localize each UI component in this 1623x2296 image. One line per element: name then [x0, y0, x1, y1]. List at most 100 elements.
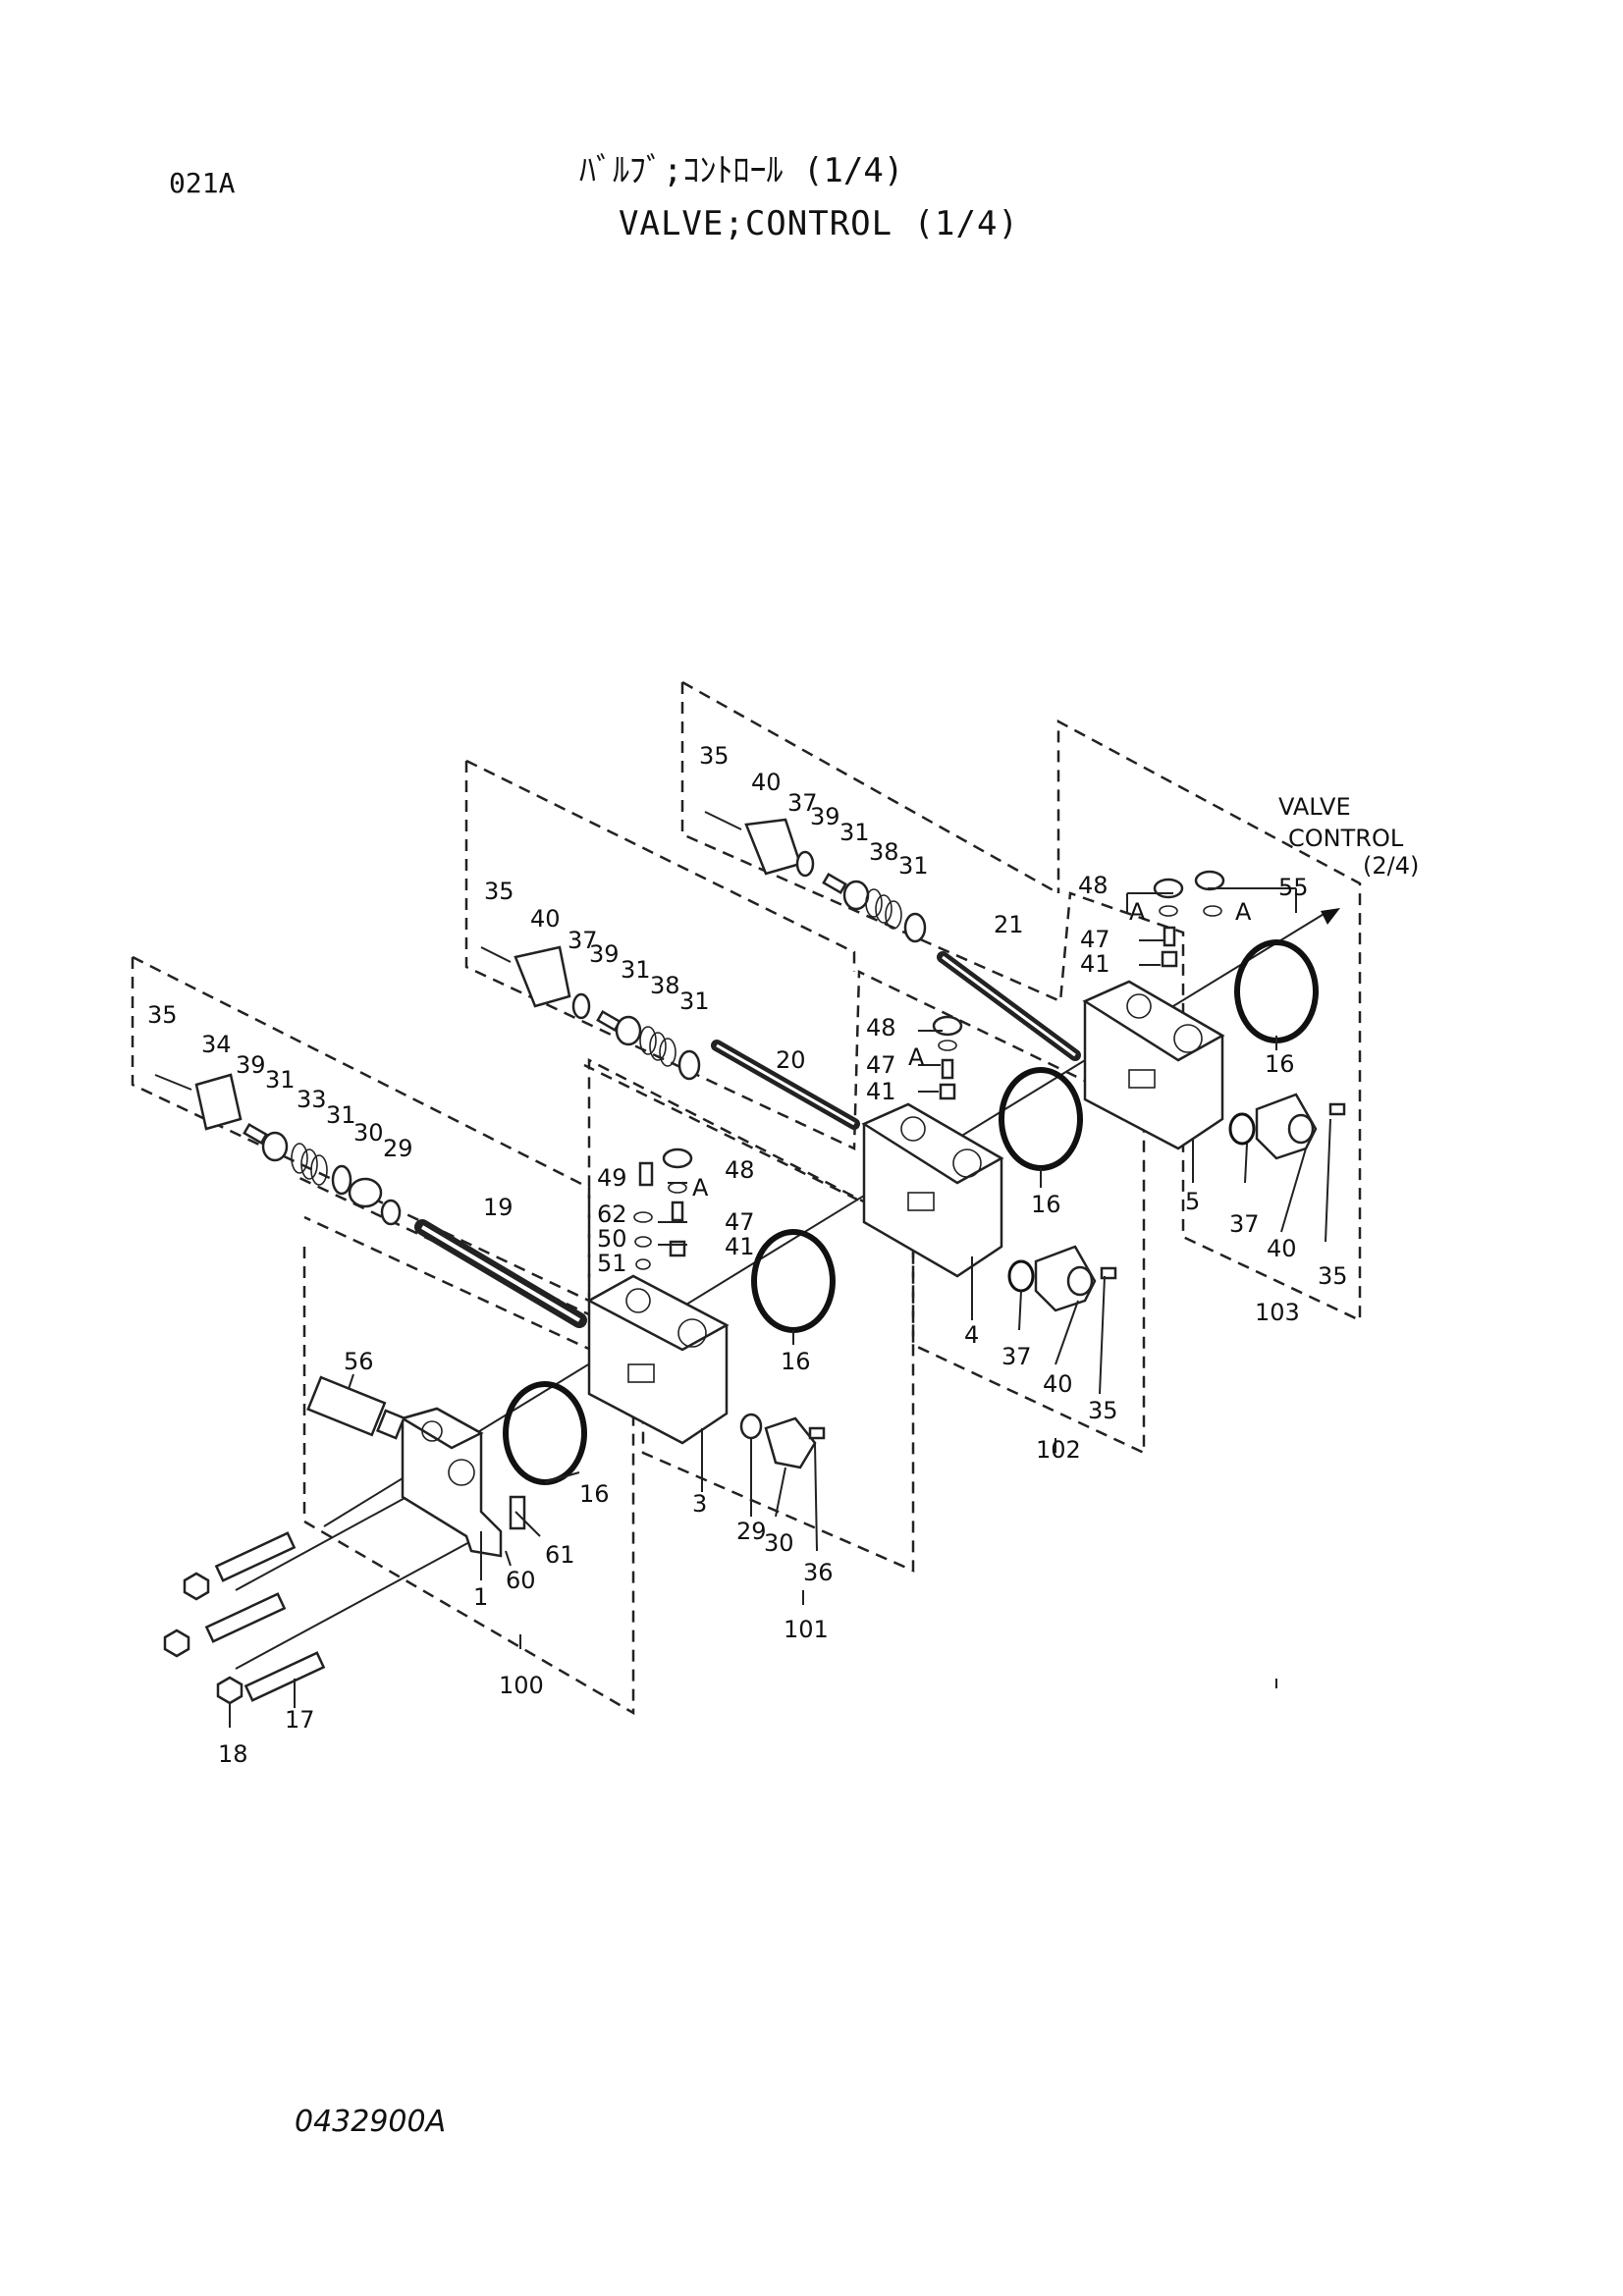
- label-48: 48: [1078, 872, 1109, 899]
- spring-group-left: [154, 1073, 402, 1226]
- tie-rods: [163, 1531, 326, 1705]
- label-5: 5: [1185, 1188, 1200, 1215]
- label-35: 35: [1088, 1397, 1118, 1424]
- label-40: 40: [1043, 1370, 1073, 1398]
- label-a: A: [908, 1043, 925, 1071]
- spring-group-top: [704, 811, 927, 943]
- label-101: 101: [784, 1616, 829, 1643]
- label-39: 39: [810, 803, 840, 830]
- valve-section-1: [399, 1407, 526, 1558]
- label-47: 47: [1080, 926, 1110, 953]
- label-21: 21: [994, 911, 1024, 938]
- label-102: 102: [1036, 1436, 1081, 1464]
- boundary-102b: [465, 759, 856, 972]
- label-16: 16: [781, 1348, 811, 1375]
- label-62: 62: [597, 1201, 627, 1228]
- label-16: 16: [1031, 1191, 1061, 1218]
- page-code: 021A: [169, 167, 236, 199]
- label-a: A: [1129, 898, 1146, 926]
- valve-section-4: [861, 1102, 1004, 1278]
- label-33: 33: [297, 1086, 327, 1113]
- label-38: 38: [650, 972, 680, 999]
- label-60: 60: [506, 1567, 536, 1594]
- label-a: A: [692, 1174, 709, 1201]
- label-a: A: [1235, 898, 1252, 926]
- label-20: 20: [776, 1046, 806, 1074]
- label-37: 37: [1229, 1210, 1260, 1238]
- label-39: 39: [236, 1051, 266, 1079]
- label-47: 47: [725, 1208, 755, 1236]
- label-37: 37: [787, 789, 818, 817]
- fittings-left: [633, 1148, 693, 1270]
- label-35: 35: [147, 1001, 178, 1029]
- label-37: 37: [1001, 1343, 1032, 1370]
- spring-group-mid: [480, 945, 701, 1081]
- label-31: 31: [326, 1101, 356, 1129]
- label-48: 48: [866, 1014, 896, 1041]
- svg-text:VALVE: VALVE: [1278, 793, 1351, 821]
- label-36: 36: [803, 1559, 834, 1586]
- label-35: 35: [484, 878, 514, 905]
- label-48: 48: [725, 1156, 755, 1184]
- label-41: 41: [866, 1078, 896, 1105]
- o-ring-16-d: [503, 1381, 587, 1485]
- boundary-100: [302, 1215, 635, 1716]
- label-3: 3: [692, 1490, 707, 1518]
- o-ring-16-b: [999, 1067, 1083, 1171]
- label-31: 31: [839, 819, 870, 846]
- end-caps: [739, 1093, 1346, 1469]
- relief-valve-56: [306, 1375, 406, 1440]
- label-37: 37: [568, 927, 598, 954]
- label-17: 17: [285, 1706, 315, 1734]
- label-40: 40: [751, 769, 782, 796]
- label-4: 4: [964, 1321, 979, 1349]
- axis-line-bottom: [235, 1540, 472, 1670]
- label-41: 41: [1080, 950, 1110, 978]
- label-31: 31: [898, 852, 929, 880]
- arrow-head-icon: [1321, 908, 1340, 925]
- label-29: 29: [736, 1518, 767, 1545]
- leader-lines: [229, 887, 1331, 1728]
- label-31: 31: [679, 988, 710, 1015]
- fittings-middle: [932, 1015, 963, 1100]
- label-100: 100: [499, 1672, 544, 1699]
- label-50: 50: [597, 1225, 627, 1253]
- label-40: 40: [530, 905, 561, 933]
- spool-19: [414, 1219, 587, 1328]
- reference-valve-control-2-4: VALVE CONTROL (2/4): [1278, 793, 1419, 880]
- label-29: 29: [383, 1135, 413, 1162]
- label-35: 35: [1318, 1262, 1348, 1290]
- label-61: 61: [545, 1541, 575, 1569]
- o-ring-16-c: [751, 1229, 836, 1333]
- part-labels: 35 40 37 39 31 38 31 48 55 A A 47 41 21 …: [147, 742, 1348, 1768]
- label-31: 31: [265, 1066, 296, 1094]
- title-english: VALVE;CONTROL (1/4): [619, 204, 1019, 243]
- label-51: 51: [597, 1250, 627, 1277]
- valve-section-3: [586, 1274, 730, 1445]
- label-16: 16: [1265, 1050, 1295, 1078]
- label-39: 39: [589, 940, 620, 968]
- label-31: 31: [621, 956, 651, 984]
- label-34: 34: [201, 1031, 232, 1058]
- label-30: 30: [764, 1529, 794, 1557]
- svg-text:(2/4): (2/4): [1363, 852, 1419, 880]
- label-56: 56: [344, 1348, 374, 1375]
- o-ring-16-a: [1234, 939, 1319, 1043]
- label-19: 19: [483, 1194, 514, 1221]
- fittings-top-right: [1153, 870, 1225, 968]
- label-38: 38: [869, 838, 899, 866]
- label-40: 40: [1267, 1235, 1297, 1262]
- label-47: 47: [866, 1051, 896, 1079]
- label-1: 1: [473, 1583, 488, 1611]
- label-30: 30: [353, 1119, 384, 1147]
- boundary-101b: [132, 955, 591, 1301]
- label-41: 41: [725, 1233, 755, 1260]
- label-49: 49: [597, 1164, 627, 1192]
- spool-20: [711, 1040, 860, 1130]
- title-japanese: ﾊﾞﾙﾌﾞ;ｺﾝﾄﾛｰﾙ (1/4): [579, 151, 904, 190]
- valve-section-5: [1082, 980, 1225, 1150]
- label-35: 35: [699, 742, 730, 770]
- label-103: 103: [1255, 1299, 1300, 1326]
- svg-text:CONTROL: CONTROL: [1288, 825, 1404, 852]
